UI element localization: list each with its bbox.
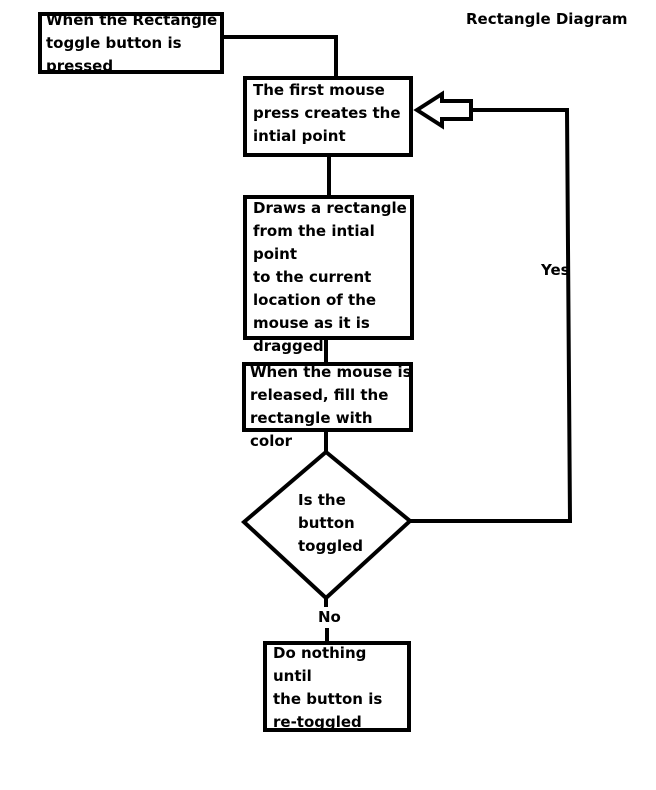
diagram-title: Rectangle Diagram xyxy=(466,10,628,28)
node-release-label: When the mouse is released, fill the rec… xyxy=(250,363,412,450)
connector-yes-loop xyxy=(410,108,573,523)
node-first-press xyxy=(243,76,413,157)
edge-label-yes: Yes xyxy=(541,261,570,279)
node-decision-label: Is the button toggled xyxy=(298,491,364,555)
node-do-nothing-label: Do nothing until the button is re-toggle… xyxy=(273,644,383,731)
node-release xyxy=(242,362,413,432)
node-start-label: When the Rectangle toggle button is pres… xyxy=(46,11,218,75)
edge-label-no: No xyxy=(318,608,341,626)
node-start xyxy=(38,12,224,74)
node-first-press-label: The first mouse press creates the intial… xyxy=(253,81,401,145)
node-drag xyxy=(243,195,414,340)
connector-start-to-first-press xyxy=(223,35,338,78)
node-do-nothing xyxy=(263,641,411,732)
arrow-head-icon xyxy=(413,90,473,130)
node-drag-label: Draws a rectangle from the intial point … xyxy=(253,199,407,355)
